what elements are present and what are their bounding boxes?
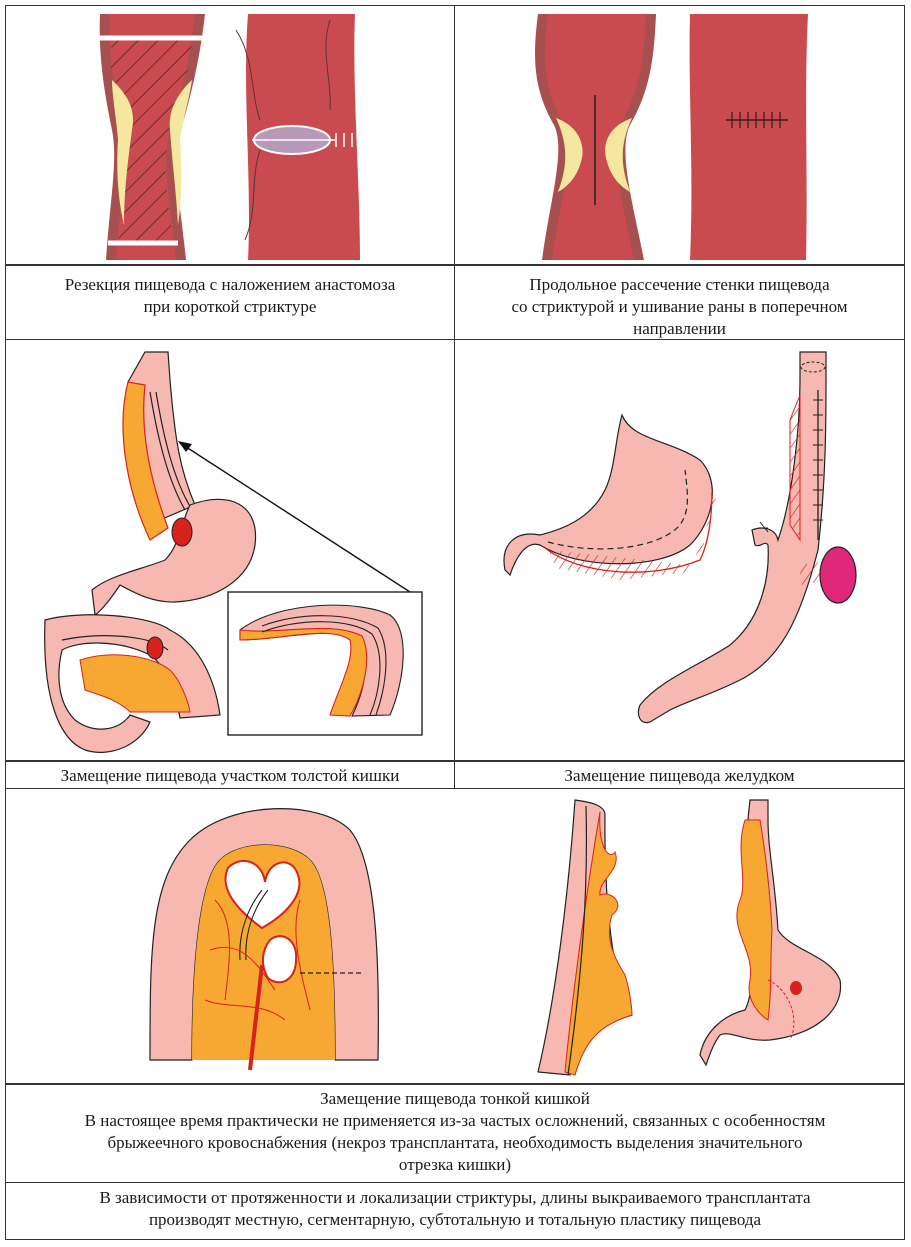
footer-line2: производят местную, сегментарную, субтот…	[148, 1210, 762, 1229]
caption-colon: Замещение пищевода участком толстой кишк…	[5, 765, 455, 787]
spleen	[819, 546, 857, 604]
sutured-esophagus	[689, 14, 808, 260]
caption-resection-line2: при короткой стриктуре	[143, 297, 317, 316]
pointer-arrow	[179, 442, 411, 593]
caption-longitudinal-line2: со стриктурой и ушивание раны в поперечн…	[511, 297, 848, 316]
caption-longitudinal: Продольное рассечение стенки пищевода со…	[454, 274, 905, 340]
caption-longitudinal-line3: направлении	[633, 319, 726, 338]
intestinal-graft-stomach	[699, 799, 842, 1067]
caption-divider-top	[5, 264, 905, 266]
caption-stomach: Замещение пищевода желудком	[454, 765, 905, 787]
stomach-anastomosis	[171, 517, 193, 547]
caption-small-intestine: Замещение пищевода тонкой кишкой В насто…	[5, 1088, 905, 1176]
colon-graft	[122, 351, 196, 541]
anastomosis-esophagus	[235, 14, 360, 260]
remaining-colon	[44, 614, 221, 753]
panel-longitudinal-frame	[454, 5, 905, 340]
caption-small-intestine-line2: В настоящее время практически не применя…	[84, 1111, 826, 1130]
transplant-stomach	[91, 498, 257, 616]
scar-left	[556, 118, 583, 192]
intestinal-graft	[537, 799, 633, 1076]
footer-text: В зависимости от протяженности и локализ…	[5, 1187, 905, 1231]
caption-colon-text: Замещение пищевода участком толстой кишк…	[60, 766, 400, 785]
inset-box	[227, 591, 423, 736]
resected-esophagus	[98, 14, 205, 260]
scar-tissue-left	[112, 80, 134, 225]
small-intestine-loop	[149, 808, 379, 1071]
caption-small-intestine-title: Замещение пищевода тонкой кишкой	[320, 1089, 590, 1108]
normal-stomach	[503, 413, 716, 580]
mesentery-window-top	[224, 859, 301, 930]
stricture-esophagus	[535, 14, 656, 260]
footer-line1: В зависимости от протяженности и локализ…	[99, 1188, 811, 1207]
scar-tissue-right	[169, 80, 192, 225]
caption-resection-line1: Резекция пищевода с наложением анастомоз…	[64, 275, 396, 294]
caption-small-intestine-line4: отрезка кишки)	[398, 1155, 512, 1174]
panel-resection-frame	[5, 5, 455, 340]
caption-stomach-text: Замещение пищевода желудком	[564, 766, 795, 785]
scar-right	[605, 118, 632, 192]
caption-longitudinal-line1: Продольное рассечение стенки пищевода	[529, 275, 830, 294]
caption-divider-middle	[5, 760, 905, 762]
caption-divider-bottom	[5, 1083, 905, 1085]
footer-frame	[5, 1182, 905, 1240]
mesentery-window-bottom	[262, 935, 298, 984]
caption-resection: Резекция пищевода с наложением анастомоз…	[5, 274, 455, 318]
caption-small-intestine-line3: брыжеечного кровоснабжения (некроз транс…	[107, 1133, 803, 1152]
